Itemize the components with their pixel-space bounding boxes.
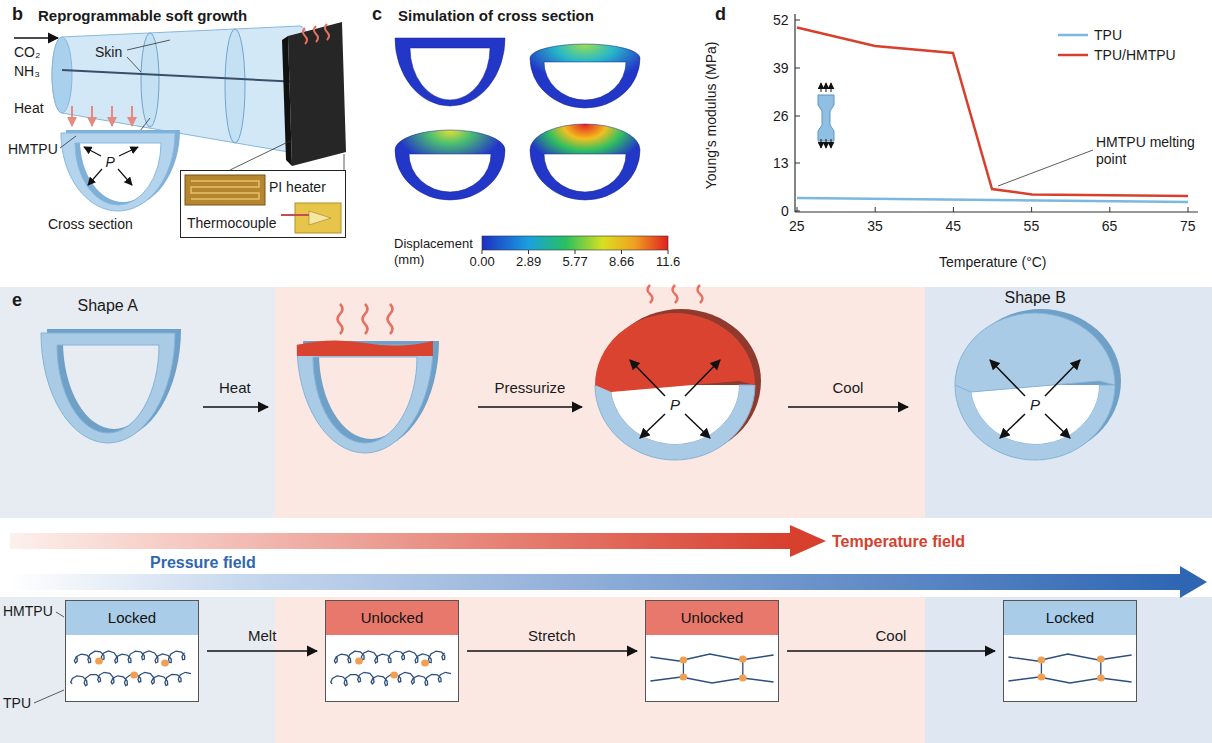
polymer-chains [66, 635, 198, 701]
chain-area [1004, 635, 1136, 701]
polymer-chains [326, 635, 458, 701]
transition-arrow [787, 650, 995, 652]
field-arrows [10, 525, 1207, 598]
simulation-shapes [395, 38, 640, 200]
panel-letter: d [715, 4, 726, 26]
state-header: Unlocked [646, 601, 778, 635]
panel-letter: b [12, 4, 23, 26]
axis-title: Young's modulus (MPa) [703, 41, 720, 189]
transition-arrow [467, 650, 637, 652]
color-bar [482, 236, 668, 254]
annotation: HMTPU melting point [1096, 134, 1206, 168]
inset-label: PI heater [269, 179, 326, 196]
axis-tick: 35 [867, 218, 883, 235]
state-label: Shape B [1005, 288, 1066, 307]
state-header: Locked [1004, 601, 1136, 635]
axis-tick: 65 [1102, 218, 1118, 235]
axis-tick: 39 [773, 60, 789, 77]
gas-label: NH₃ [14, 63, 40, 80]
scale-tick: 2.89 [516, 254, 541, 270]
shape-sequence [41, 285, 1121, 460]
pressure-symbol: P [106, 154, 115, 171]
transition-label: Melt [248, 627, 276, 645]
transition-label: Cool [876, 627, 907, 645]
panel-letter: e [12, 290, 22, 312]
leader-lines [34, 612, 64, 703]
axis-tick: 25 [789, 218, 805, 235]
state-box: Unlocked [325, 600, 459, 702]
axis-tick: 0 [781, 203, 789, 220]
part-label: Cross section [48, 216, 133, 233]
polymer-chains [646, 635, 778, 701]
field-label: Pressure field [150, 553, 256, 572]
axis-tick: 26 [773, 108, 789, 125]
step-label: Heat [219, 379, 251, 397]
axis-tick: 75 [1180, 218, 1196, 235]
axis-tick: 13 [773, 155, 789, 172]
panel-title: Reprogrammable soft growth [38, 7, 247, 25]
polymer-chains [1004, 635, 1136, 701]
state-label: Shape A [78, 296, 139, 315]
chain-area [66, 635, 198, 701]
scale-tick: 11.6 [656, 254, 680, 270]
inset-box: PI heaterThermocouple [180, 170, 346, 238]
legend-label: TPU/HMTPU [1094, 47, 1176, 64]
step-label: Cool [833, 379, 864, 397]
axis-tick: 45 [945, 218, 961, 235]
scale-tick: 8.66 [609, 254, 634, 270]
gas-label: CO₂ [14, 44, 40, 61]
part-label: HMTPU [3, 603, 53, 620]
step-label: Pressurize [495, 379, 566, 397]
state-header: Unlocked [326, 601, 458, 635]
state-box: Locked [1003, 600, 1137, 702]
panel-title: Simulation of cross section [398, 7, 594, 25]
axis-title: Temperature (°C) [939, 254, 1047, 271]
axis-tick: 52 [773, 12, 789, 29]
part-label: HMTPU [8, 141, 58, 158]
transition-arrow [207, 650, 317, 652]
scale-tick: 5.77 [563, 254, 588, 270]
inset-label: Thermocouple [187, 215, 277, 232]
axis-tick: 55 [1024, 218, 1040, 235]
cross-section [60, 106, 180, 211]
legend-label: TPU [1094, 27, 1122, 44]
state-box: Unlocked [645, 600, 779, 702]
modulus-plot [795, 14, 1198, 212]
state-header: Locked [66, 601, 198, 635]
step-label: Heat [14, 100, 44, 117]
field-label: Temperature field [832, 532, 965, 551]
state-box: Locked [65, 600, 199, 702]
panel-letter: c [372, 4, 382, 26]
pressure-symbol: P [670, 396, 680, 414]
stage-background [0, 287, 1212, 743]
transition-label: Stretch [528, 627, 576, 645]
chain-area [326, 635, 458, 701]
pressure-symbol: P [1030, 396, 1040, 414]
chain-area [646, 635, 778, 701]
part-label: Skin [95, 44, 122, 61]
part-label: TPU [3, 695, 31, 712]
scale-tick: 0.00 [470, 254, 495, 270]
